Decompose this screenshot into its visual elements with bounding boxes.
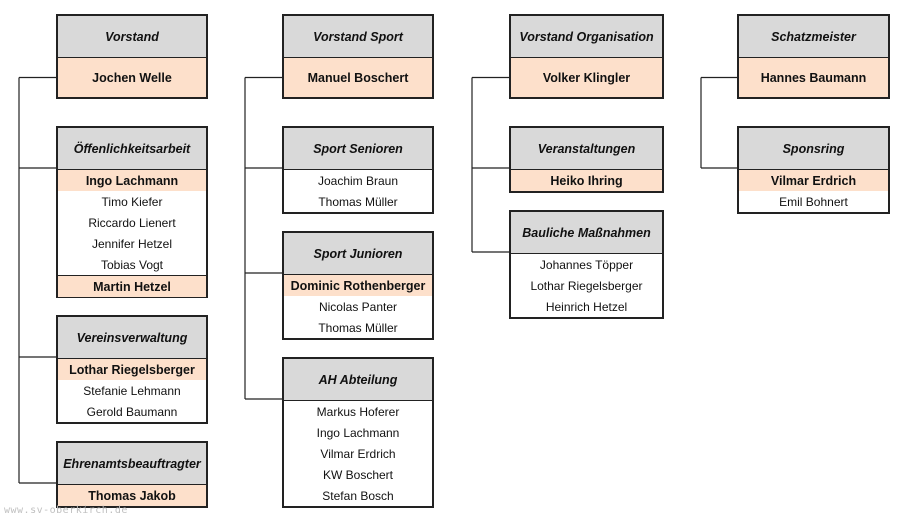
group-member-name: Thomas Müller (318, 320, 398, 335)
group-member-name: Vilmar Erdrich (320, 446, 396, 461)
top-box-person: Manuel Boschert (284, 58, 432, 97)
group-member-name: Johannes Töpper (539, 257, 634, 272)
group-title: Öffenlichkeitsarbeit (58, 128, 206, 170)
group-member-name: Joachim Braun (317, 173, 399, 188)
group-title: Bauliche Maßnahmen (511, 212, 662, 254)
group-member-name: Gerold Baumann (86, 404, 178, 419)
group-title: AH Abteilung (284, 359, 432, 401)
group-title: Sport Senioren (284, 128, 432, 170)
group-member-name: Riccardo Lienert (88, 215, 176, 230)
group-member-name: Tobias Vogt (100, 257, 164, 272)
group-member-name: Thomas Müller (318, 194, 398, 209)
group-lead-name: Lothar Riegelsberger (58, 359, 206, 380)
top-box-title: Vorstand Organisation (511, 16, 662, 58)
group-member-name: Heinrich Hetzel (545, 299, 628, 314)
group-title: Veranstaltungen (511, 128, 662, 170)
watermark: www.sv-oberkirch.de (4, 505, 128, 516)
top-box-title: Vorstand (58, 16, 206, 58)
group-member-name: Stefan Bosch (322, 488, 394, 503)
group-member-name: Jennifer Hetzel (91, 236, 173, 251)
group-member-name: Lothar Riegelsberger (530, 278, 643, 293)
group-member-name: KW Boschert (322, 467, 394, 482)
group-member-name: Timo Kiefer (101, 194, 163, 209)
top-box-person: Volker Klingler (511, 58, 662, 97)
top-box-person: Jochen Welle (58, 58, 206, 97)
group-member-name: Nicolas Panter (318, 299, 398, 314)
group-title: Sponsring (739, 128, 888, 170)
group-title: Ehrenamtsbeauftragter (58, 443, 206, 485)
group-title: Vereinsverwaltung (58, 317, 206, 359)
group-lead-name: Heiko Ihring (511, 170, 662, 191)
group-title: Sport Junioren (284, 233, 432, 275)
top-box-person: Hannes Baumann (739, 58, 888, 97)
top-box-title: Vorstand Sport (284, 16, 432, 58)
group-member-name: Markus Hoferer (316, 404, 400, 419)
group-member-name: Ingo Lachmann (316, 425, 400, 440)
group-member-name: Emil Bohnert (779, 194, 848, 209)
group-lead-name: Thomas Jakob (58, 485, 206, 506)
group-lead-name: Dominic Rothenberger (284, 275, 432, 296)
group-lead-name: Martin Hetzel (58, 275, 206, 297)
group-member-name: Stefanie Lehmann (83, 383, 181, 398)
top-box-title: Schatzmeister (739, 16, 888, 58)
group-lead-name: Vilmar Erdrich (739, 170, 888, 191)
group-lead-name: Ingo Lachmann (58, 170, 206, 191)
